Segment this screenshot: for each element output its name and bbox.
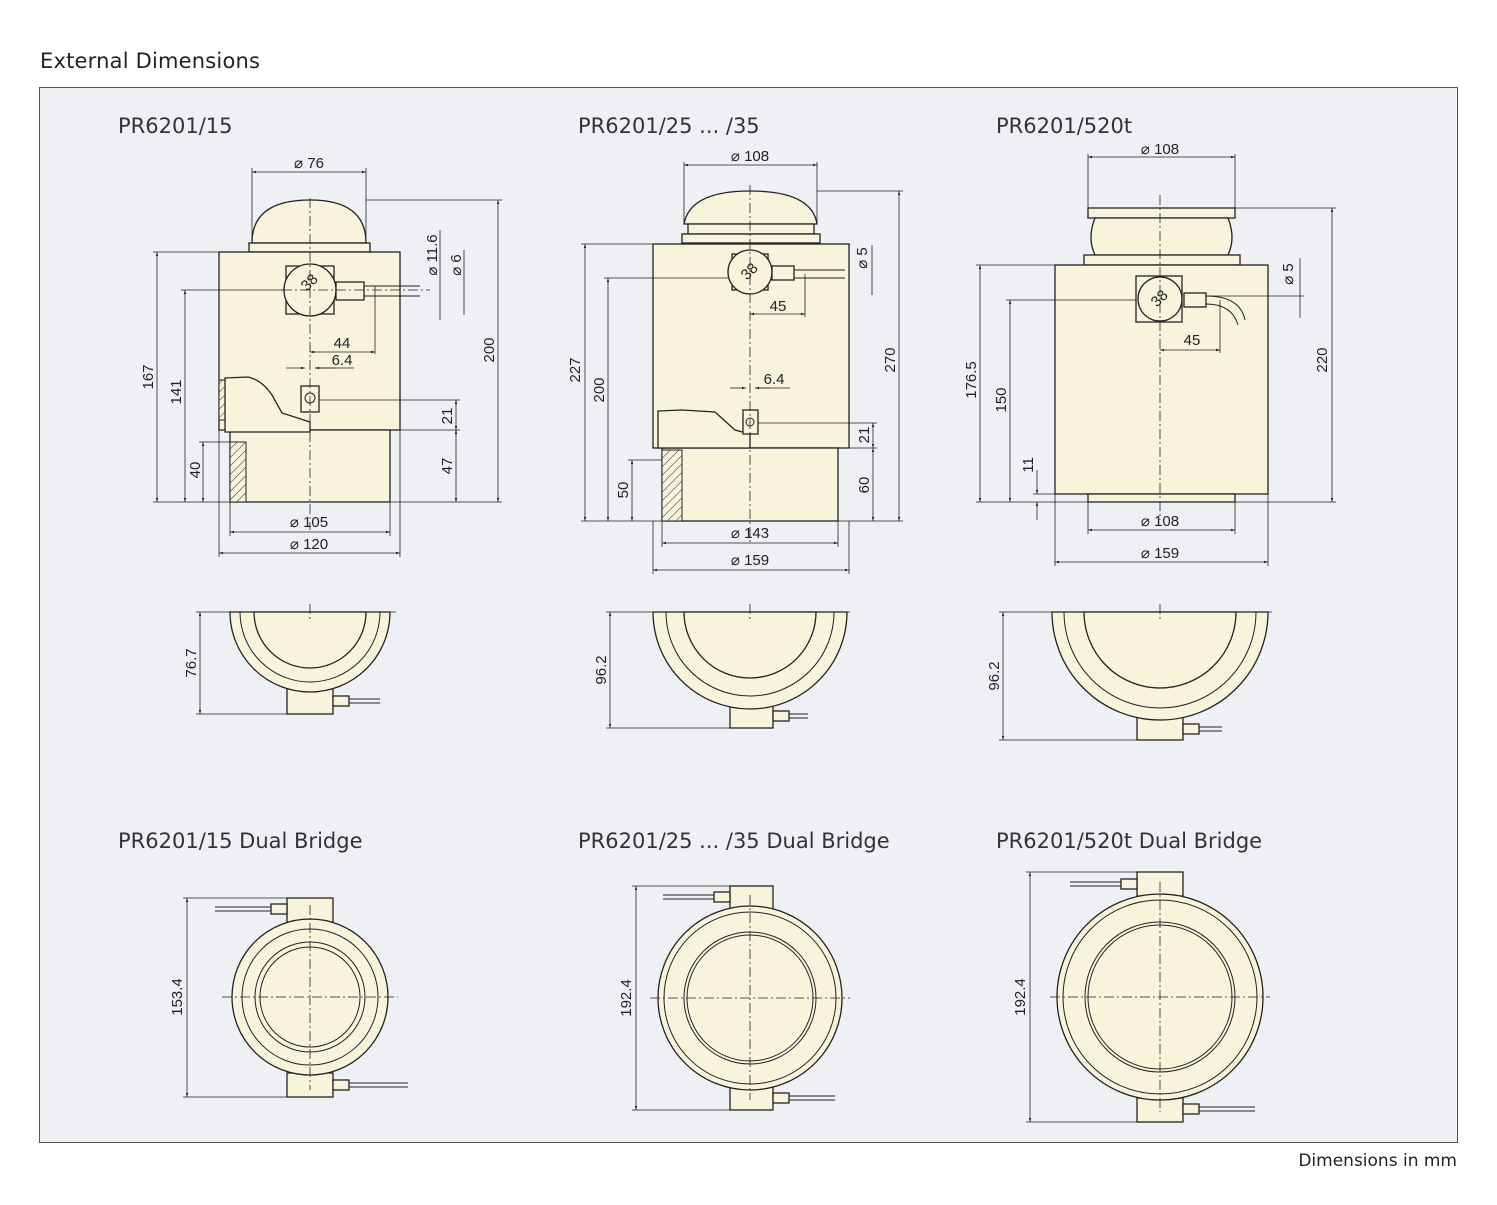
pr6201-15-side-view: PR6201/15 ⌀ 76 38 167 141 40 200 — [118, 114, 502, 557]
dim-label: 50 — [615, 482, 632, 499]
dim-label: ⌀ 108 — [1141, 513, 1179, 530]
dim-label: 45 — [1184, 332, 1201, 349]
dim-label: ⌀ 5 — [854, 247, 871, 269]
dim-label: ⌀ 120 — [290, 536, 328, 553]
dim-label: 150 — [993, 387, 1010, 412]
pr6201-520t-top-view: 96.2 — [986, 604, 1272, 741]
dim-label: 200 — [591, 377, 608, 402]
dim-label: 141 — [168, 379, 185, 404]
units-note: Dimensions in mm — [1298, 1151, 1457, 1171]
dim-label: 200 — [481, 337, 498, 362]
drawing-title: PR6201/15 — [118, 114, 233, 138]
dim-label: 6.4 — [764, 371, 785, 388]
drawing-title: PR6201/520t — [996, 114, 1132, 138]
dim-label: 76.7 — [183, 648, 200, 677]
drawing-title: PR6201/25 ... /35 — [578, 114, 760, 138]
dim-label: 47 — [439, 458, 456, 475]
dim-label: 153.4 — [169, 978, 186, 1016]
dim-label: ⌀ 159 — [1141, 545, 1179, 562]
dim-label: 220 — [1314, 347, 1331, 372]
drawing-title: PR6201/25 ... /35 Dual Bridge — [578, 829, 890, 853]
section-heading: External Dimensions — [40, 49, 261, 73]
drawing-title: PR6201/520t Dual Bridge — [996, 829, 1262, 853]
dim-label: 167 — [140, 364, 157, 389]
dim-label: 45 — [770, 298, 787, 315]
pr6201-25-35-top-view: 96.2 — [593, 604, 850, 729]
drawing-title: PR6201/15 Dual Bridge — [118, 829, 362, 853]
dim-label: 192.4 — [1012, 978, 1029, 1016]
dim-label: 21 — [439, 408, 456, 425]
dim-label: 11 — [1020, 457, 1037, 473]
dim-label: 60 — [856, 477, 873, 494]
pr6201-15-dual-bridge-view: PR6201/15 Dual Bridge 153.4 — [118, 829, 408, 1098]
pr6201-15-top-view: 76.7 — [183, 604, 396, 715]
dim-label: 192.4 — [618, 979, 635, 1017]
dim-label: ⌀ 76 — [294, 155, 324, 172]
pr6201-520t-side-view: PR6201/520t ⌀ 108 38 176.5 150 11 220 ⌀ … — [963, 114, 1336, 566]
dim-label: 96.2 — [593, 655, 610, 684]
dim-label: 270 — [882, 347, 899, 372]
pr6201-25-35-side-view: PR6201/25 ... /35 ⌀ 108 38 227 200 50 27… — [567, 114, 903, 574]
dim-label: ⌀ 105 — [290, 514, 328, 531]
dim-label: 96.2 — [986, 661, 1003, 690]
dim-label: ⌀ 5 — [1280, 263, 1297, 285]
dim-label: 21 — [856, 427, 873, 444]
pr6201-25-35-dual-bridge-view: PR6201/25 ... /35 Dual Bridge 192.4 — [578, 829, 890, 1111]
dim-label: ⌀ 11.6 — [424, 234, 441, 275]
dim-label: 227 — [567, 357, 584, 382]
pr6201-520t-dual-bridge-view: PR6201/520t Dual Bridge 192.4 — [996, 829, 1270, 1123]
dim-label: 6.4 — [332, 352, 353, 369]
dim-label: 176.5 — [963, 361, 980, 399]
dim-label: ⌀ 143 — [731, 525, 769, 542]
dim-label: 44 — [334, 335, 351, 352]
dim-label: ⌀ 6 — [448, 254, 465, 276]
dim-label: ⌀ 108 — [731, 148, 769, 165]
dim-label: ⌀ 108 — [1141, 141, 1179, 158]
dim-label: ⌀ 159 — [731, 552, 769, 569]
dim-label: 40 — [187, 462, 204, 479]
